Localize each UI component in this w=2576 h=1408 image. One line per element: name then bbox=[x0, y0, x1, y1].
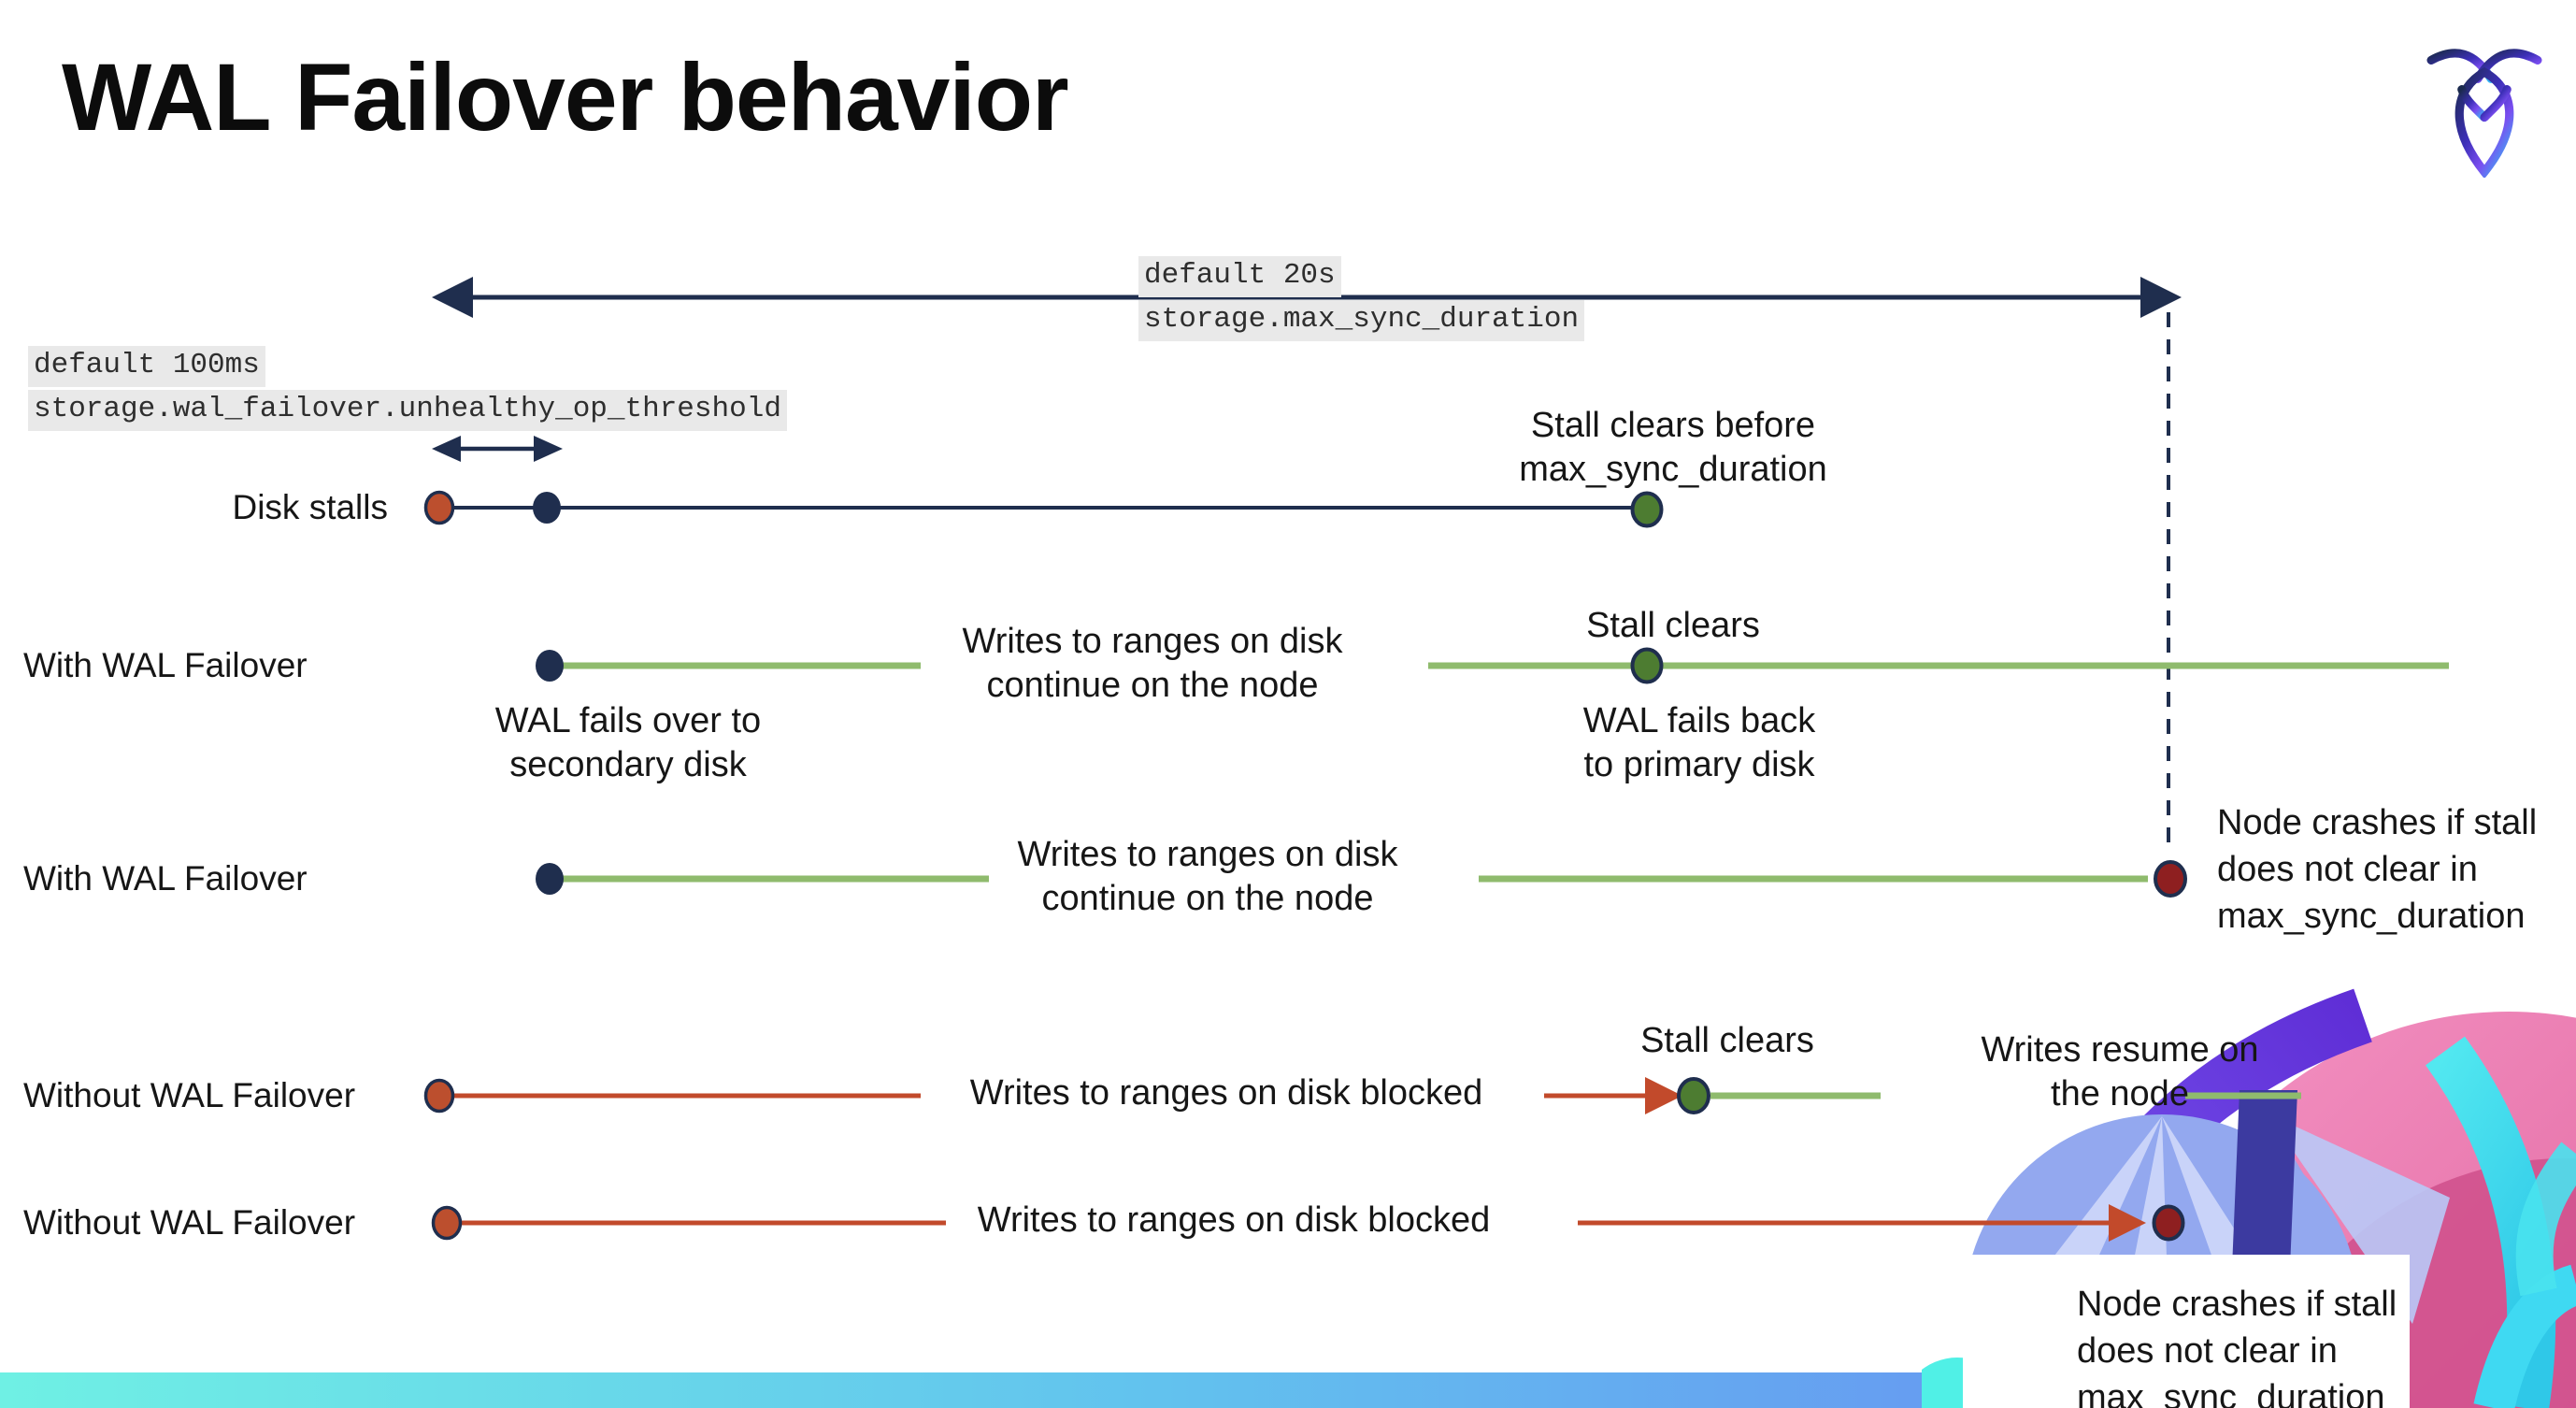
setting-max-sync-name: storage.max_sync_duration bbox=[1138, 300, 1585, 341]
stall-clears-dot-mid bbox=[1630, 647, 1664, 684]
note-stall-clears-mid: Stall clears bbox=[1586, 606, 1760, 645]
disk-stall-event-dot bbox=[423, 490, 455, 525]
node-crash-dot-2 bbox=[2152, 1204, 2185, 1242]
note-node-crashes-2: Node crashes if stall does not clear in … bbox=[2077, 1285, 2397, 1408]
setting-max-sync-duration: default 20s storage.max_sync_duration bbox=[1138, 256, 1585, 344]
node-crash-dot-1 bbox=[2154, 860, 2187, 898]
note-node-crashes-1: Node crashes if stall does not clear in … bbox=[2217, 803, 2538, 936]
row-label-with-wal-failover-1: With WAL Failover bbox=[23, 646, 308, 684]
node-crash-callout-box: Node crashes if stall does not clear in … bbox=[1963, 1255, 2410, 1408]
stall-event-dot-wo1 bbox=[423, 1078, 455, 1113]
timeline-without-wal-failover-2 bbox=[431, 1204, 2185, 1242]
cockroachdb-logo-icon bbox=[2426, 49, 2542, 178]
stall-event-dot-wo2 bbox=[431, 1205, 463, 1241]
failover-event-dot-2 bbox=[536, 863, 564, 895]
note-wal-fails-over: WAL fails over to secondary disk bbox=[494, 701, 762, 784]
note-stall-clears-without: Stall clears bbox=[1640, 1021, 1814, 1060]
timeline-with-wal-failover-2 bbox=[536, 860, 2187, 898]
note-wal-fails-back: WAL fails back to primary disk bbox=[1582, 701, 1816, 784]
stall-clears-dot-top bbox=[1630, 491, 1664, 528]
timeline-with-wal-failover-1 bbox=[536, 647, 2449, 684]
row-label-disk-stalls: Disk stalls bbox=[232, 488, 388, 526]
note-writes-continue-2: Writes to ranges on disk continue on the… bbox=[1017, 835, 1398, 918]
setting-max-sync-default-value: default 20s bbox=[1138, 256, 1341, 297]
page-title: WAL Failover behavior bbox=[62, 44, 1069, 151]
setting-unhealthy-op-threshold: default 100ms storage.wal_failover.unhea… bbox=[28, 346, 787, 434]
row-label-with-wal-failover-2: With WAL Failover bbox=[23, 859, 308, 898]
note-writes-resume: Writes resume on the node bbox=[1981, 1030, 2259, 1113]
max-sync-duration-arrow bbox=[432, 277, 2182, 318]
note-writes-blocked-1: Writes to ranges on disk blocked bbox=[969, 1073, 1483, 1113]
timeline-disk-stalls bbox=[423, 490, 1664, 528]
note-writes-continue-1: Writes to ranges on disk continue on the… bbox=[962, 622, 1343, 705]
failover-threshold-dot bbox=[533, 492, 561, 524]
stall-clears-dot-bottom bbox=[1677, 1077, 1710, 1114]
unhealthy-op-threshold-arrow bbox=[432, 436, 563, 462]
setting-unhealthy-default-value: default 100ms bbox=[28, 346, 265, 387]
failover-event-dot-1 bbox=[536, 650, 564, 682]
note-stall-clears-before: Stall clears before max_sync_duration bbox=[1519, 406, 1827, 489]
setting-unhealthy-name: storage.wal_failover.unhealthy_op_thresh… bbox=[28, 390, 787, 431]
row-label-without-wal-failover-2: Without WAL Failover bbox=[23, 1203, 356, 1242]
timeline-without-wal-failover-1 bbox=[423, 1077, 2301, 1114]
note-writes-blocked-2: Writes to ranges on disk blocked bbox=[977, 1200, 1491, 1240]
logo-strokes bbox=[2426, 49, 2542, 178]
row-label-without-wal-failover-1: Without WAL Failover bbox=[23, 1076, 356, 1114]
